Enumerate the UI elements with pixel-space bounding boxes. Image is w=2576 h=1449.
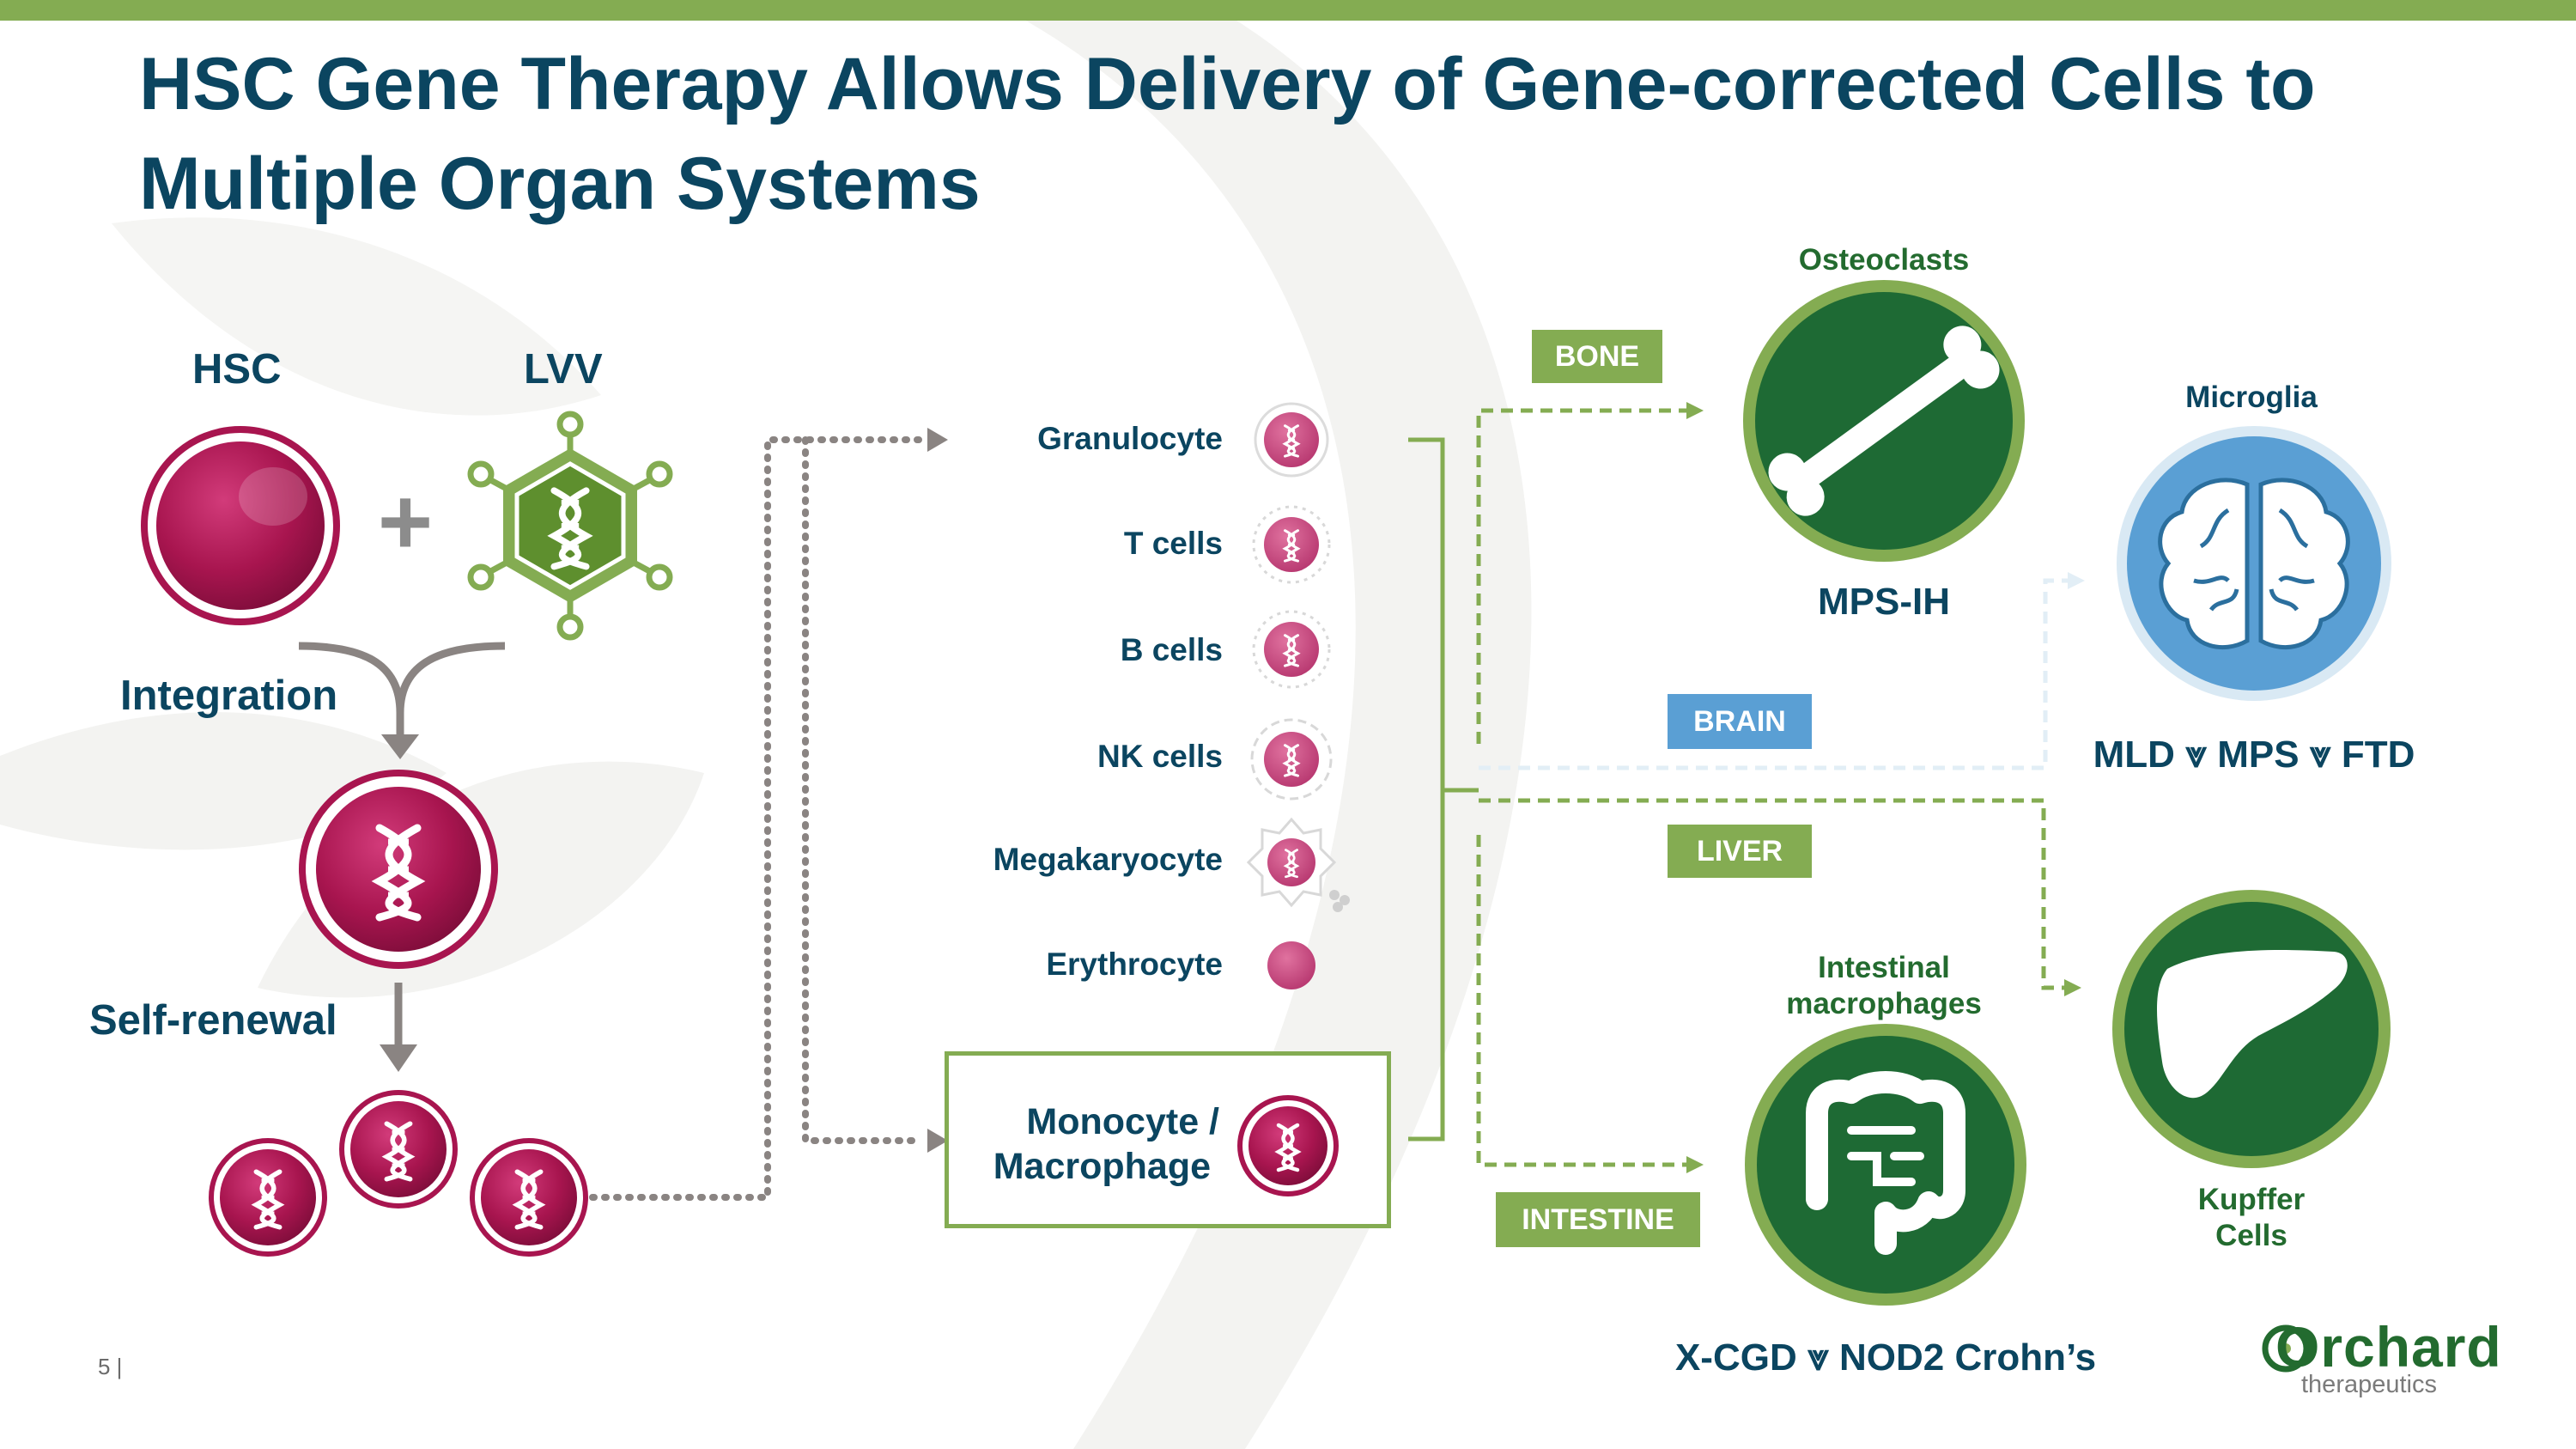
monocyte-label-line1: Monocyte /	[1026, 1101, 1219, 1142]
cell-label-b-cells: B cells	[1120, 632, 1223, 667]
virus-icon	[467, 411, 673, 641]
nk-cell-icon	[1250, 718, 1333, 801]
granulocyte-cell-icon	[1254, 402, 1329, 478]
hsc-cell	[141, 426, 340, 625]
integrated-cell	[299, 770, 498, 969]
top-accent-bar	[0, 0, 2576, 21]
lineage-dotted-connector	[589, 436, 924, 1201]
intestine-arrowhead	[1686, 1156, 1704, 1173]
cell-label-nk-cells: NK cells	[1097, 739, 1223, 774]
erythrocyte-cell-icon	[1267, 941, 1315, 989]
integration-label: Integration	[120, 673, 338, 719]
cell-label-erythrocyte: Erythrocyte	[1046, 947, 1223, 982]
plus-sign: +	[378, 469, 433, 575]
intestinal-macrophages-label-line1: Intestinal	[1818, 951, 1950, 984]
liver-arrowhead	[2064, 979, 2081, 996]
tag-intestine: INTESTINE	[1496, 1192, 1700, 1247]
tag-bone: BONE	[1532, 330, 1662, 383]
brain-arrowhead	[2068, 572, 2085, 589]
daughter-cell	[470, 1138, 588, 1257]
monocyte-arrowhead	[927, 1129, 948, 1153]
intestine-organ-circle	[1745, 1024, 2026, 1306]
orchard-logo-icon	[2262, 1324, 2310, 1373]
liver-icon	[2157, 950, 2348, 1099]
monocyte-label-line2: Macrophage	[993, 1146, 1211, 1187]
mps-ih-label: MPS-IH	[1818, 581, 1950, 623]
monocyte-cell-overlay	[1237, 1095, 1339, 1196]
tag-brain: BRAIN	[1668, 694, 1812, 749]
osteoclasts-label: Osteoclasts	[1798, 243, 1970, 277]
cell-label-granulocyte: Granulocyte	[1037, 421, 1223, 456]
intestinal-macrophages-label-line2: macrophages	[1786, 987, 1982, 1020]
intestine-icon	[1806, 1071, 1965, 1255]
intestine-diseases-label: X-CGD ⩔ NOD2 Crohn’s	[1674, 1336, 2097, 1379]
hsc-label: HSC	[192, 346, 282, 393]
logo-subtitle: therapeutics	[2301, 1371, 2437, 1398]
bone-arrowhead	[1686, 402, 1704, 419]
kupffer-cells-label-line1: Kupffer	[2197, 1183, 2306, 1216]
tag-liver: LIVER	[1668, 825, 1812, 878]
t-cell-icon	[1252, 505, 1331, 584]
daughter-cell	[339, 1090, 458, 1209]
daughter-cell	[209, 1138, 327, 1257]
brain-icon	[2158, 478, 2350, 649]
lineage-bracket	[1408, 437, 1479, 1142]
brain-organ-circle	[2117, 426, 2391, 701]
integration-arrowhead	[381, 734, 419, 759]
self-renewal-label: Self-renewal	[89, 997, 337, 1044]
logo-wordmark: Orchard	[2275, 1315, 2502, 1379]
kupffer-cells-label-line2: Cells	[2215, 1219, 2287, 1252]
b-cell-icon	[1252, 610, 1331, 689]
brain-dashed-connector	[1479, 578, 2069, 770]
brain-diseases-label: MLD ⩔ MPS ⩔ FTD	[2093, 734, 2415, 776]
page-number: 5 |	[98, 1354, 123, 1379]
self-renewal-arrowhead	[380, 1044, 417, 1072]
slide-title: HSC Gene Therapy Allows Delivery of Gene…	[139, 43, 2316, 225]
cell-label-t-cells: T cells	[1123, 526, 1223, 561]
tissue-dashed-connectors	[1476, 408, 2064, 1167]
granulocyte-arrowhead	[927, 428, 948, 452]
bone-icon	[1768, 326, 2000, 516]
microglia-label: Microglia	[2185, 381, 2318, 414]
megakaryocyte-cell-icon	[1246, 817, 1350, 912]
cell-label-megakaryocyte: Megakaryocyte	[993, 842, 1223, 877]
lvv-label: LVV	[524, 346, 603, 393]
